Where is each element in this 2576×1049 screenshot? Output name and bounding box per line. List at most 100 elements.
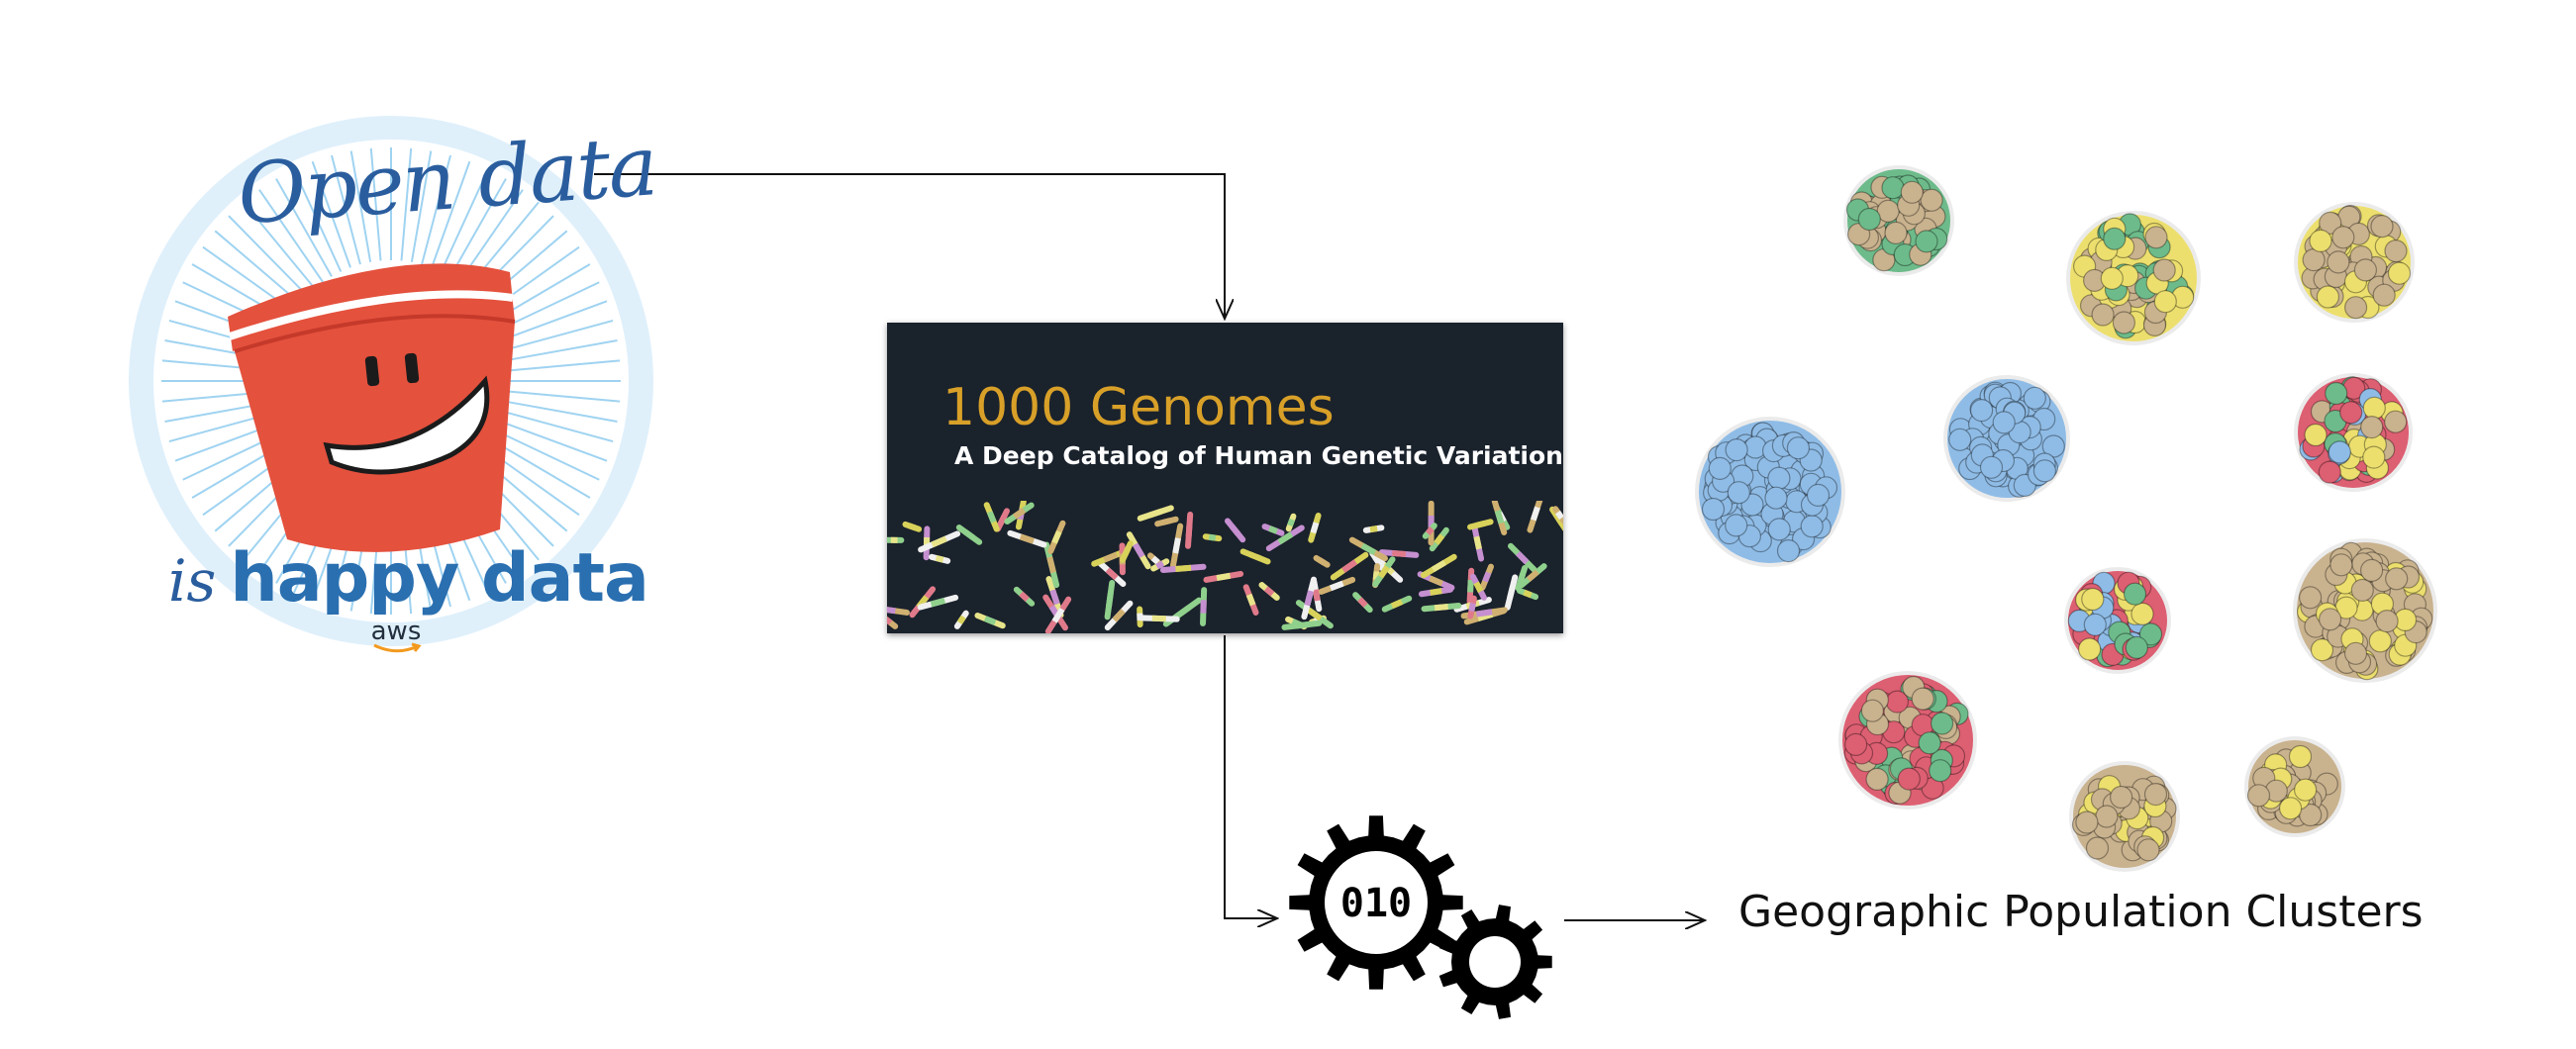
chromosome-mark bbox=[1258, 582, 1280, 601]
sample-dot bbox=[2384, 239, 2408, 263]
sample-dot bbox=[2372, 283, 2396, 307]
sample-dot bbox=[1727, 481, 1750, 505]
chromosome-mark bbox=[917, 594, 959, 611]
sample-dot bbox=[1930, 712, 1954, 735]
sample-dot bbox=[2091, 303, 2115, 327]
chromosome-mark bbox=[1097, 560, 1127, 587]
sample-dot bbox=[2310, 638, 2334, 662]
sample-dot bbox=[1911, 687, 1934, 711]
chromosome-mark bbox=[974, 612, 1006, 629]
sample-dot bbox=[1876, 199, 1900, 223]
chromosome-mark bbox=[1507, 542, 1537, 573]
sample-dot bbox=[2103, 227, 2127, 250]
chromosome-mark bbox=[1362, 524, 1385, 533]
sample-dot bbox=[2279, 797, 2303, 820]
population-cluster bbox=[1838, 671, 1977, 810]
chromosome-mark bbox=[1469, 573, 1487, 601]
sample-dot bbox=[2246, 784, 2271, 808]
sample-dot bbox=[2387, 261, 2412, 285]
sample-dot bbox=[1979, 455, 2004, 479]
chromosome-mark bbox=[1352, 592, 1373, 614]
population-cluster bbox=[2293, 538, 2437, 683]
chromosome-mark bbox=[929, 553, 951, 564]
sample-dot bbox=[1764, 486, 1788, 510]
chromosome-mark bbox=[1043, 541, 1060, 589]
chromosome-mark bbox=[1044, 596, 1072, 633]
sample-dot bbox=[2023, 386, 2046, 410]
sample-dot bbox=[2110, 785, 2133, 810]
chromosome-mark bbox=[887, 536, 905, 543]
chromosome-mark bbox=[1467, 519, 1494, 530]
chromosome-mark bbox=[1516, 587, 1539, 601]
chromosome-mark bbox=[1527, 501, 1544, 533]
sample-dot bbox=[2075, 811, 2099, 834]
sample-dot bbox=[2350, 578, 2374, 603]
chromosome-mark bbox=[1479, 563, 1495, 591]
binary-digits: 010 bbox=[1340, 881, 1412, 926]
sample-dot bbox=[1708, 456, 1732, 480]
chromosome-mark bbox=[1104, 600, 1134, 631]
chromosome-mark bbox=[1047, 520, 1066, 554]
chromosome-mark bbox=[1504, 574, 1519, 611]
chromosome-mark bbox=[953, 610, 969, 629]
sample-dot bbox=[2360, 416, 2384, 439]
genomes-subtitle: A Deep Catalog of Human Genetic Variatio… bbox=[954, 441, 1563, 470]
sample-dot bbox=[2385, 567, 2409, 591]
large-gear-icon bbox=[1289, 815, 1463, 990]
chromosome-mark bbox=[983, 502, 1000, 532]
sample-dot bbox=[1969, 399, 1994, 423]
chromosome-mark bbox=[1369, 550, 1386, 572]
chromosome-mark bbox=[1154, 516, 1179, 527]
chromosome-mark bbox=[1239, 548, 1271, 565]
sample-dot bbox=[1929, 759, 1952, 783]
chromosome-mark bbox=[1242, 584, 1259, 616]
sample-dot bbox=[1725, 514, 1748, 537]
chromosome-mark bbox=[1202, 533, 1223, 542]
sample-dot bbox=[1843, 732, 1868, 757]
sample-dot bbox=[2319, 211, 2342, 235]
sample-dot bbox=[1800, 515, 1824, 538]
sample-dot bbox=[2083, 613, 2107, 636]
sample-dot bbox=[2331, 226, 2355, 249]
aws-wordmark: aws bbox=[370, 617, 422, 646]
chromosome-mark bbox=[1045, 576, 1064, 619]
chromosome-mark bbox=[1318, 576, 1356, 595]
chromosome-mark bbox=[1308, 512, 1322, 543]
chromosome-mark bbox=[1203, 570, 1244, 583]
chromosome-mark bbox=[1185, 511, 1194, 549]
sample-dot bbox=[2309, 229, 2332, 252]
sample-dot bbox=[2375, 609, 2399, 633]
population-cluster bbox=[1695, 417, 1845, 567]
sample-dot bbox=[1992, 411, 2016, 434]
sample-dot bbox=[2153, 290, 2177, 314]
small-gear-icon bbox=[1438, 905, 1552, 1019]
sample-dot bbox=[1857, 207, 1881, 232]
sample-dot bbox=[2041, 434, 2065, 458]
chromosome-mark bbox=[1004, 502, 1035, 524]
chromosome-mark bbox=[1120, 540, 1134, 563]
population-cluster bbox=[2244, 736, 2345, 837]
sample-dot bbox=[1897, 767, 1921, 791]
sample-dot bbox=[2136, 838, 2160, 862]
aws-brand: aws bbox=[366, 617, 426, 656]
chromosome-mark bbox=[1013, 586, 1036, 607]
chromosome-mark bbox=[1301, 576, 1318, 620]
sample-dot bbox=[2384, 410, 2408, 433]
sample-dot bbox=[2353, 258, 2377, 282]
chromosome-mark bbox=[1515, 564, 1529, 592]
processing-gears-icon: 010 bbox=[1287, 811, 1564, 1029]
sample-dot bbox=[2299, 803, 2323, 827]
chromosome-mark bbox=[1372, 556, 1396, 588]
sample-dot bbox=[1701, 497, 1726, 522]
sample-dot bbox=[2362, 445, 2386, 469]
chromosome-mark bbox=[1330, 551, 1369, 581]
chromosome-mark bbox=[918, 530, 961, 553]
sample-dot bbox=[2328, 440, 2351, 464]
chromosome-mark bbox=[955, 524, 983, 545]
chromosome-mark bbox=[1313, 554, 1331, 568]
sample-dot bbox=[2144, 226, 2168, 249]
chromosome-mark bbox=[1471, 524, 1485, 562]
chromosome-mark bbox=[1224, 518, 1246, 543]
sample-dot bbox=[1860, 699, 1885, 722]
